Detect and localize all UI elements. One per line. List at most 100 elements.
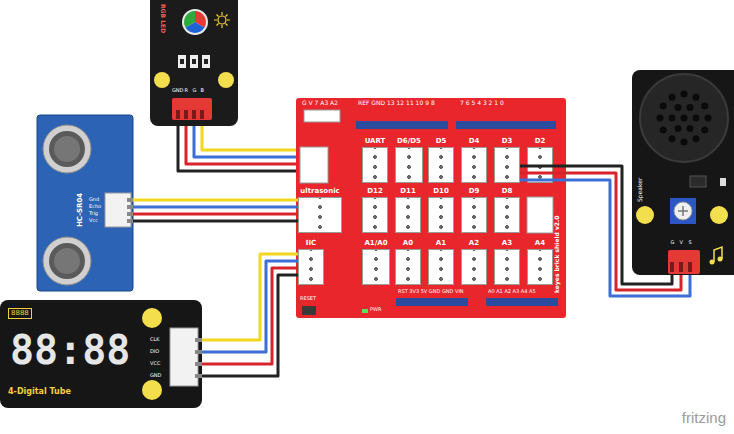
port-label: IIC xyxy=(298,240,324,247)
port-housing xyxy=(494,197,520,233)
resistor-band xyxy=(192,59,196,64)
grill-hole xyxy=(687,125,694,132)
module-title: 4-Digital Tube xyxy=(8,388,71,396)
header xyxy=(170,328,198,386)
port-label: A1/A0 xyxy=(362,240,390,247)
header-pin-labels: G V 7 A3 A2 xyxy=(302,100,338,106)
mounting-hole xyxy=(142,380,162,400)
port-connector: ultrasonic xyxy=(298,188,342,234)
wire xyxy=(202,126,296,150)
port-connector: A4 xyxy=(527,240,553,286)
port-connector: D11 xyxy=(395,188,421,234)
pin-label: R xyxy=(185,88,188,93)
port-housing xyxy=(527,147,553,183)
pin xyxy=(195,338,202,342)
port-label: D8 xyxy=(494,188,520,195)
board-title: keyes brick shield v2.0 xyxy=(554,216,560,293)
port-connector: A0 xyxy=(395,240,421,286)
port-housing xyxy=(428,249,454,285)
grill-hole xyxy=(681,91,688,98)
header xyxy=(172,98,212,120)
port-label: D2 xyxy=(527,138,553,145)
music-note xyxy=(710,260,715,265)
ultrasonic-board xyxy=(37,115,133,291)
port-connector: D4 xyxy=(461,138,487,184)
rgb-led-board xyxy=(150,0,238,126)
header-pin-labels: RST 3V3 5V GND GND VIN xyxy=(398,289,464,294)
ultrasonic-sensor-module: HC-SR04GndEchoTrigVcc xyxy=(37,115,133,291)
led-green xyxy=(184,11,195,28)
pin-label: GND xyxy=(150,373,161,378)
port-connector: D12 xyxy=(362,188,388,234)
grill-hole xyxy=(701,127,708,134)
display-digits: 88:88 xyxy=(10,330,130,370)
port-housing xyxy=(428,197,454,233)
pin-header xyxy=(486,298,558,306)
resistor-band xyxy=(180,59,184,64)
mounting-hole xyxy=(154,72,170,88)
potentiometer xyxy=(670,198,696,224)
port-housing xyxy=(362,147,388,183)
transducer xyxy=(43,125,91,173)
port-label: D11 xyxy=(395,188,421,195)
header-pin-labels: A0 A1 A2 A3 A4 A5 xyxy=(488,289,536,294)
speaker-module: SpeakerGVS xyxy=(632,70,734,275)
transducer xyxy=(54,136,80,162)
transducer xyxy=(49,243,85,279)
port-label: A0 xyxy=(395,240,421,247)
pin-header xyxy=(456,121,556,129)
grill-hole xyxy=(701,103,708,110)
port-housing xyxy=(494,147,520,183)
pin-label: Echo xyxy=(89,204,101,209)
chip xyxy=(690,176,706,187)
pin xyxy=(176,110,180,119)
power-led xyxy=(362,309,368,313)
light-icon xyxy=(218,16,226,24)
wire xyxy=(186,126,296,164)
port-label: D9 xyxy=(461,188,487,195)
pin-label: B xyxy=(201,88,204,93)
pin-label: CLK xyxy=(150,337,160,342)
grill-hole xyxy=(687,104,694,111)
wire xyxy=(202,261,298,352)
pin xyxy=(127,212,133,216)
pin xyxy=(127,205,133,209)
port-label: D10 xyxy=(428,188,454,195)
indicator xyxy=(720,178,726,186)
port-connector: A1 xyxy=(428,240,454,286)
board xyxy=(150,0,238,126)
header-pin-labels: REF GND 13 12 11 10 9 8 xyxy=(358,100,435,106)
wire xyxy=(520,173,681,290)
grill-hole xyxy=(675,104,682,111)
pin xyxy=(192,110,196,119)
pin xyxy=(679,262,683,272)
indicator-label: PWR xyxy=(370,307,381,312)
wire xyxy=(520,180,690,296)
pin xyxy=(195,350,202,354)
grill-hole xyxy=(693,115,700,122)
header xyxy=(668,250,700,274)
port-label: A2 xyxy=(461,240,487,247)
port-label: D12 xyxy=(362,188,388,195)
potentiometer-knob xyxy=(674,202,692,220)
pin xyxy=(127,219,133,223)
transducer xyxy=(43,237,91,285)
board xyxy=(0,300,202,408)
grill-hole xyxy=(657,115,664,122)
pin-label: DIO xyxy=(150,349,159,354)
pin-label: Gnd xyxy=(89,197,99,202)
port-housing xyxy=(461,249,487,285)
digital-tube-module: 888888:884-Digital TubeCLKDIOVCCGND xyxy=(0,300,202,408)
rgb-led-module: RGB LEDGNDRGB xyxy=(150,0,238,126)
wire xyxy=(520,166,672,284)
port-label: D6/D5 xyxy=(395,138,423,145)
grill-hole xyxy=(681,115,688,122)
pin xyxy=(127,198,133,202)
wire xyxy=(202,275,298,376)
module-title: Speaker xyxy=(637,178,643,202)
resistor xyxy=(178,55,186,68)
board xyxy=(632,70,734,275)
port-connector: D8 xyxy=(494,188,520,234)
speaker-cone xyxy=(640,74,728,162)
